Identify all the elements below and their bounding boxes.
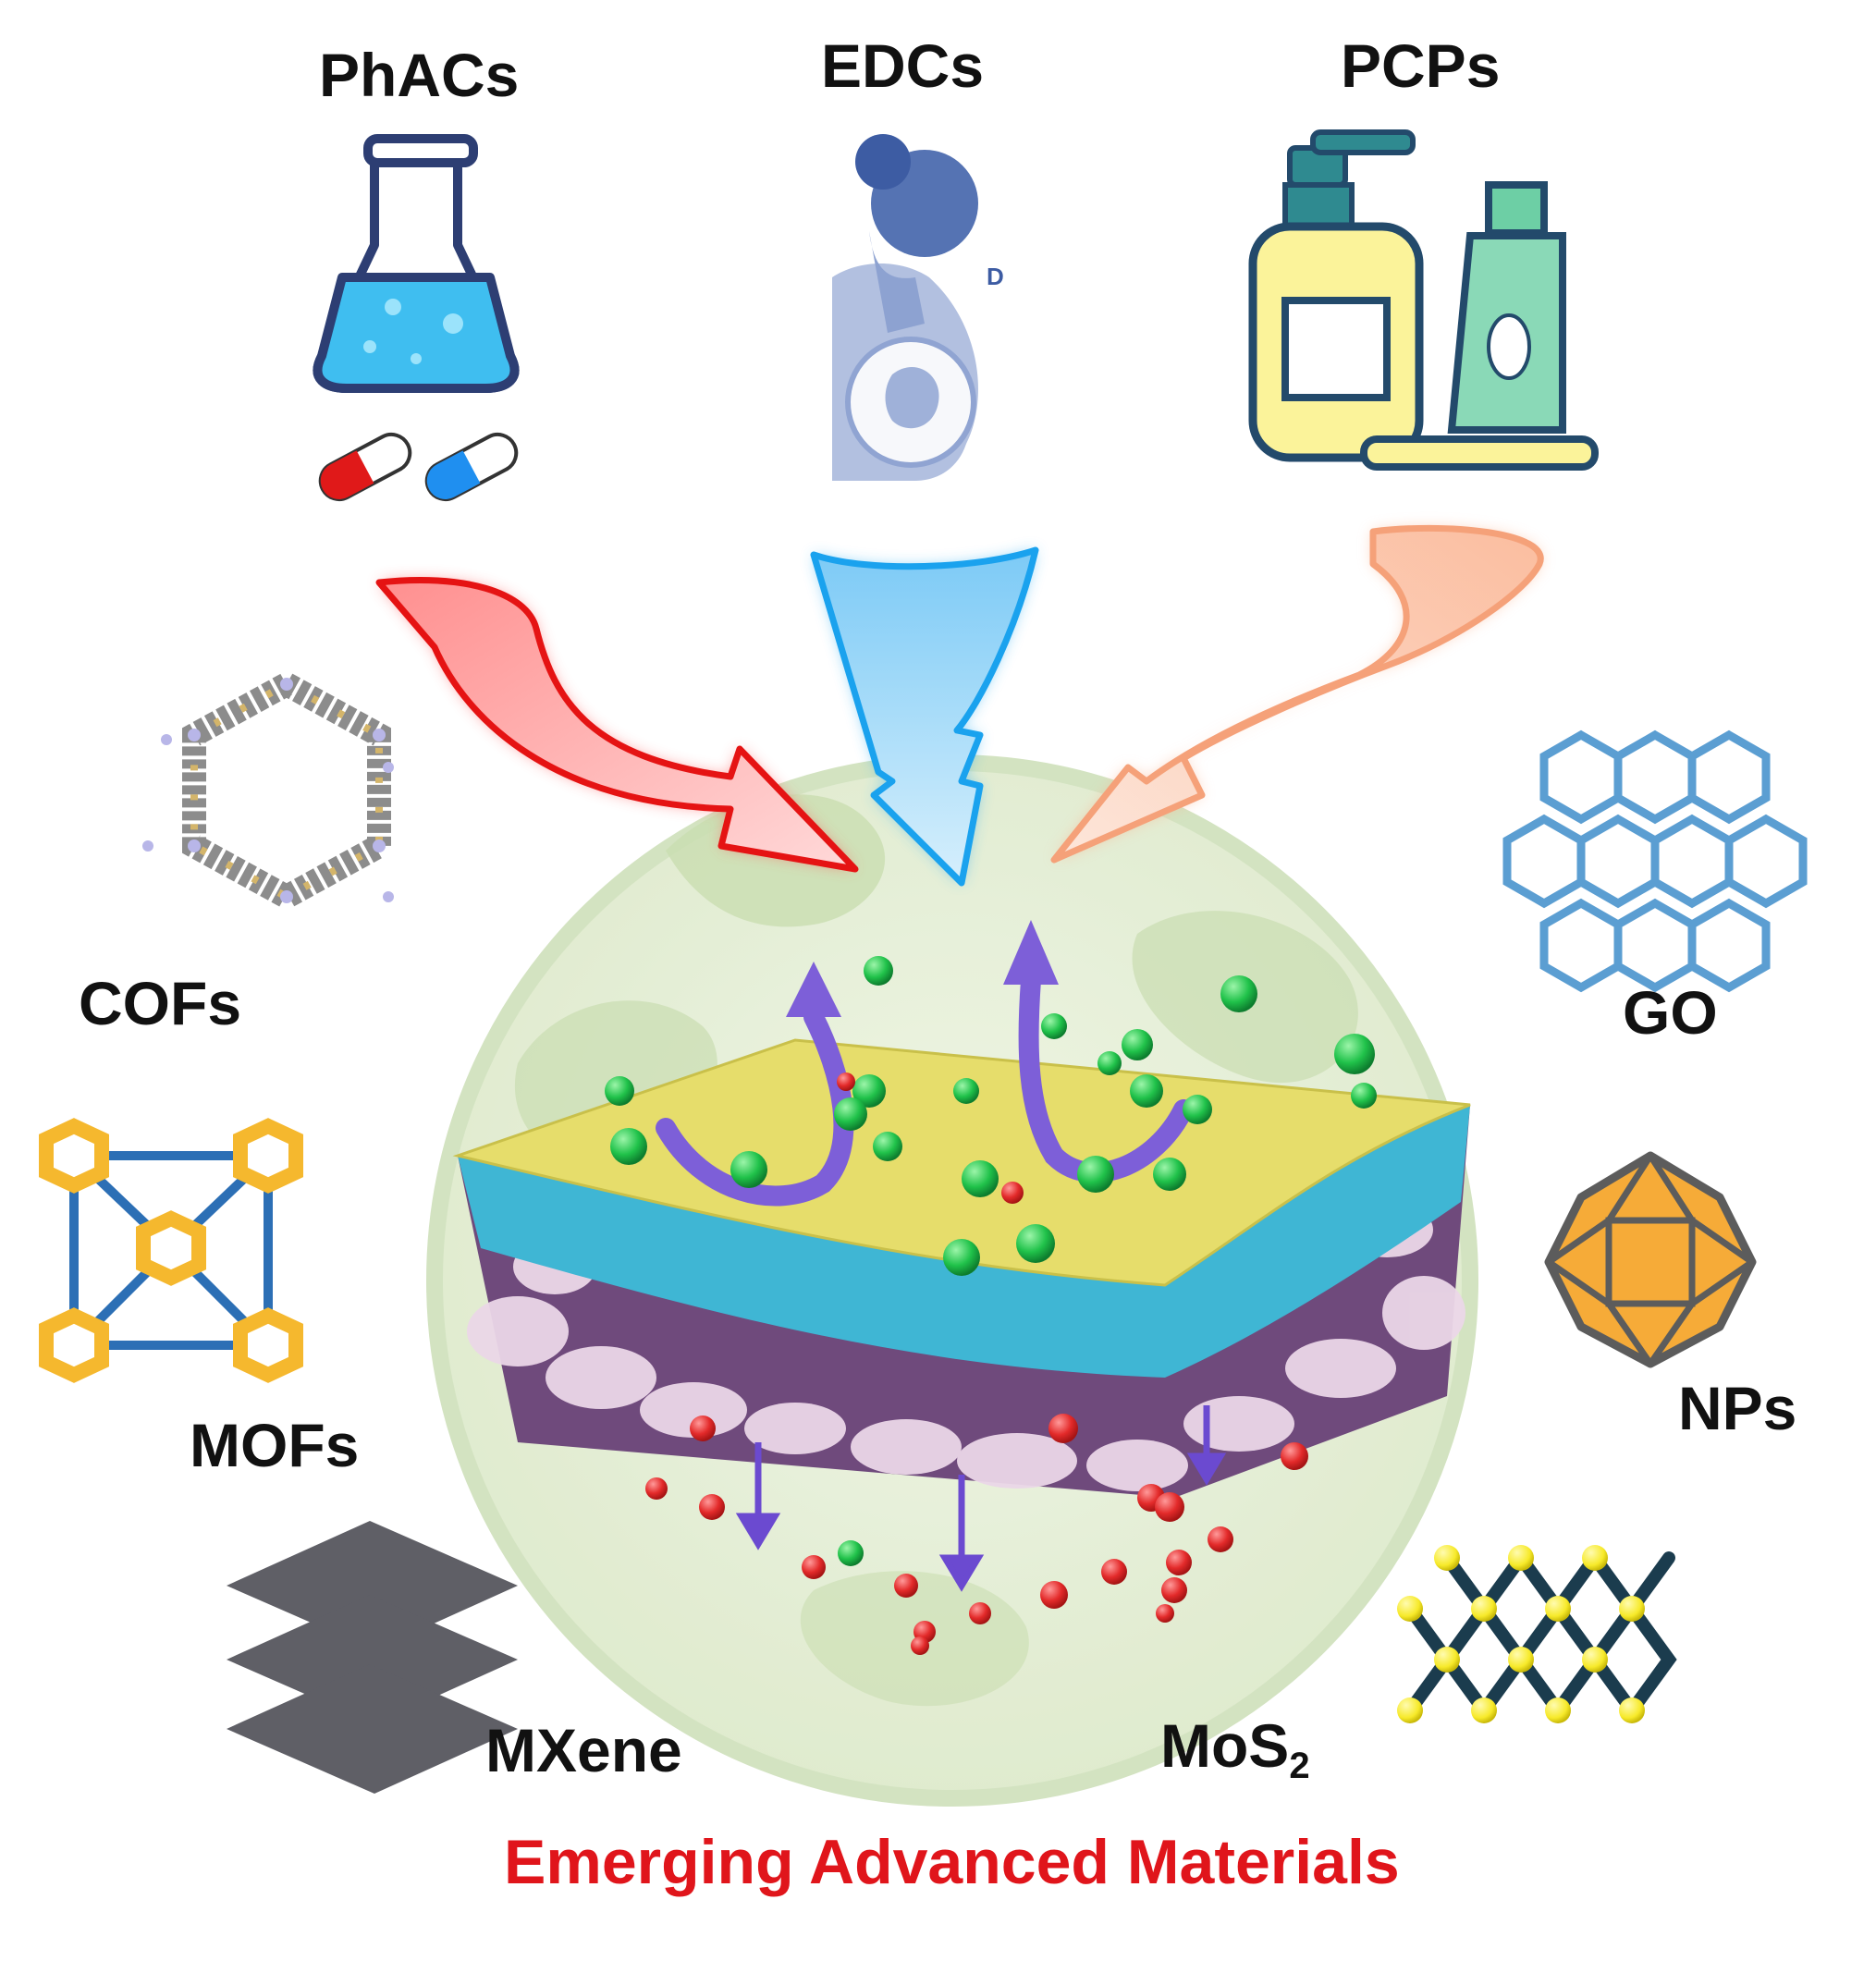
phacs-label: PhACs (319, 41, 520, 109)
pcps-input-arrow (1050, 524, 1544, 864)
layered-sheets-icon (227, 1521, 518, 1794)
cof-ring-icon (142, 670, 394, 911)
edcs-icon-letter: D (987, 263, 1004, 290)
mof-framework-icon (39, 1118, 303, 1383)
mos2-label-main: MoS (1160, 1711, 1290, 1780)
edcs-input-arrow (810, 546, 1039, 887)
hexagon-lattice-icon (1502, 729, 1808, 993)
footer-title: Emerging Advanced Materials (504, 1827, 1400, 1897)
flask-pills-icon (313, 134, 520, 502)
cofs-label: COFs (79, 969, 242, 1037)
mxene-label: MXene (485, 1716, 682, 1784)
pcps-label: PCPs (1341, 31, 1501, 100)
edcs-label: EDCs (821, 31, 985, 100)
nps-label: NPs (1678, 1374, 1797, 1442)
mofs-label: MOFs (190, 1411, 360, 1479)
phacs-input-arrow (375, 577, 859, 873)
mos2-label-subscript: 2 (1289, 1746, 1310, 1786)
go-label: GO (1623, 978, 1718, 1047)
zigzag-lattice-icon (1397, 1545, 1677, 1723)
pregnant-woman-icon: D (832, 134, 1004, 481)
membrane-filtration-globe-icon (452, 920, 1471, 1655)
nanoparticle-polyhedron-icon (1544, 1151, 1757, 1368)
mos2-label: MoS2 (1160, 1715, 1310, 1784)
cosmetic-bottles-icon (1248, 129, 1599, 471)
